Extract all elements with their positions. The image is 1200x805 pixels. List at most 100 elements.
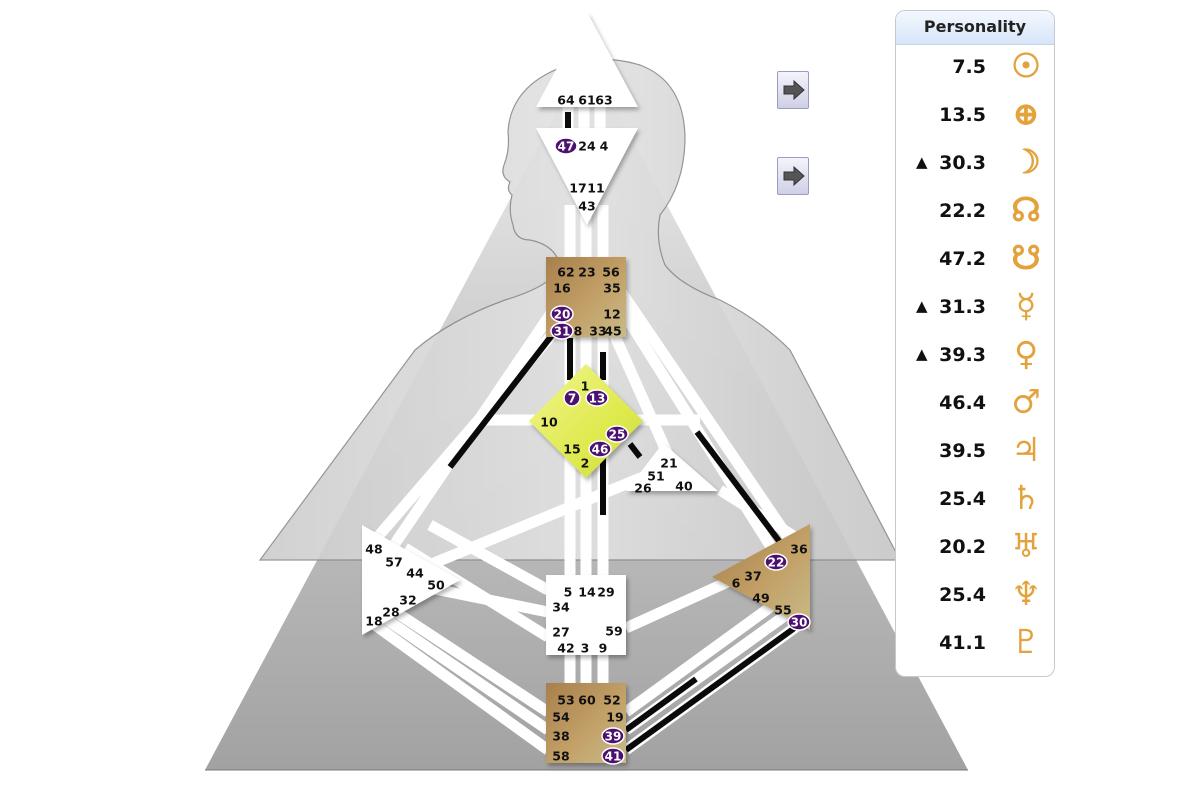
planet-value: 7.5 <box>952 56 986 78</box>
gate-number: 17 <box>569 181 586 196</box>
planet-row: 39.5♃ <box>896 429 1054 477</box>
gate-number: 54 <box>552 710 570 725</box>
gate-activation-marker <box>764 553 788 571</box>
arrow-right-icon <box>783 80 805 100</box>
gate-activation-marker <box>550 305 574 323</box>
solar-plexus-center <box>712 524 810 630</box>
activation-marker: ▲ <box>916 345 928 363</box>
planet-value: 22.2 <box>939 200 986 222</box>
planet-value: 47.2 <box>939 248 986 270</box>
personality-panel: Personality 7.5 ☉ 13.5 ⊕ ▲ 30.3 ☽ 22.2 ☊ 47.2 ☋ ▲ 31… <box>895 10 1055 677</box>
gate-number: 19 <box>606 710 623 725</box>
gate-number: 57 <box>385 555 402 570</box>
gate-number: 28 <box>382 605 399 620</box>
gate-activation-marker <box>554 137 578 155</box>
gate-number: 41 <box>605 750 622 764</box>
g-center <box>529 364 643 478</box>
venus-icon: ♀ <box>1013 334 1039 373</box>
sacral-center <box>546 575 626 655</box>
gate-number: 44 <box>406 566 424 581</box>
gate-number: 26 <box>634 481 652 496</box>
planet-value: 30.3 <box>939 152 986 174</box>
personality-header: Personality <box>896 11 1054 45</box>
gate-number: 5 <box>564 585 573 600</box>
gate-number: 55 <box>774 603 791 618</box>
gate-number: 61 <box>578 93 595 108</box>
gate-number: 29 <box>597 585 614 600</box>
gate-number: 36 <box>790 542 808 557</box>
gate-number: 7 <box>568 392 576 406</box>
gate-activation-marker <box>563 389 581 407</box>
gate-activation-marker <box>605 425 629 443</box>
planet-row: ▲ 31.3 ☿ <box>896 285 1054 333</box>
moon-icon: ☽ <box>1011 142 1041 181</box>
planet-value: 13.5 <box>939 104 986 126</box>
gate-number: 8 <box>574 324 583 339</box>
neptune-icon: ♆ <box>1011 574 1041 613</box>
gate-number: 58 <box>552 749 569 764</box>
north-node-icon: ☊ <box>1011 190 1041 229</box>
gate-number: 23 <box>578 265 595 280</box>
earth-icon: ⊕ <box>1012 94 1040 133</box>
gate-activation-marker <box>787 613 811 631</box>
gate-activation-marker <box>550 322 574 340</box>
planet-value: 25.4 <box>939 584 986 606</box>
pluto-icon: ♇ <box>1011 622 1041 661</box>
gate-activation-marker <box>585 389 609 407</box>
gate-number: 48 <box>365 542 382 557</box>
gate-number: 60 <box>578 693 596 708</box>
gate-number: 37 <box>744 569 761 584</box>
gate-number: 4 <box>600 139 609 154</box>
gate-number: 35 <box>603 281 620 296</box>
arrow-right-button[interactable] <box>777 71 809 109</box>
gate-number: 9 <box>599 641 608 656</box>
planet-value: 31.3 <box>939 296 986 318</box>
planet-row: 46.4♂ <box>896 381 1054 429</box>
gate-number: 25 <box>609 428 626 442</box>
planet-row: 13.5 ⊕ <box>896 93 1054 141</box>
gate-number: 11 <box>587 181 604 196</box>
south-node-icon: ☋ <box>1011 238 1041 277</box>
planet-value: 20.2 <box>939 536 986 558</box>
planet-row: 7.5 ☉ <box>896 45 1054 93</box>
gate-number: 10 <box>540 415 558 430</box>
gate-number: 3 <box>581 641 590 656</box>
gate-number: 18 <box>365 614 382 629</box>
gate-number: 51 <box>647 469 664 484</box>
planet-row: ▲ 39.3 ♀ <box>896 333 1054 381</box>
gate-number: 47 <box>558 140 575 154</box>
activation-marker: ▲ <box>916 153 928 171</box>
arrow-right-icon <box>783 166 805 186</box>
gate-number: 13 <box>589 392 606 406</box>
gate-number: 39 <box>605 730 622 744</box>
gate-number: 14 <box>578 585 596 600</box>
planet-value: 39.5 <box>939 440 986 462</box>
planet-row: ▲ 30.3 ☽ <box>896 141 1054 189</box>
activation-marker: ▲ <box>916 297 928 315</box>
sun-icon: ☉ <box>1011 46 1041 85</box>
planet-value: 39.3 <box>939 344 986 366</box>
gate-number: 42 <box>557 641 574 656</box>
gate-number: 12 <box>603 307 620 322</box>
gate-number: 32 <box>399 593 416 608</box>
gate-number: 1 <box>581 379 590 394</box>
saturn-icon: ♄ <box>1011 478 1041 517</box>
planet-row: 25.4 ♆ <box>896 573 1054 621</box>
gate-number: 62 <box>557 265 574 280</box>
gate-number: 6 <box>732 576 741 591</box>
gate-number: 64 <box>557 93 575 108</box>
planet-row: 22.2 ☊ <box>896 189 1054 237</box>
mercury-icon: ☿ <box>1015 286 1037 325</box>
gate-number: 53 <box>557 693 574 708</box>
gate-number: 27 <box>552 625 569 640</box>
gate-number: 52 <box>603 693 620 708</box>
gate-activation-marker <box>601 727 625 745</box>
gate-number: 2 <box>581 456 590 471</box>
gate-activation-marker <box>588 440 612 458</box>
gate-number: 33 <box>589 324 606 339</box>
arrow-right-button[interactable] <box>777 157 809 195</box>
planet-row: 47.2 ☋ <box>896 237 1054 285</box>
mars-icon: ♂ <box>1011 382 1041 421</box>
